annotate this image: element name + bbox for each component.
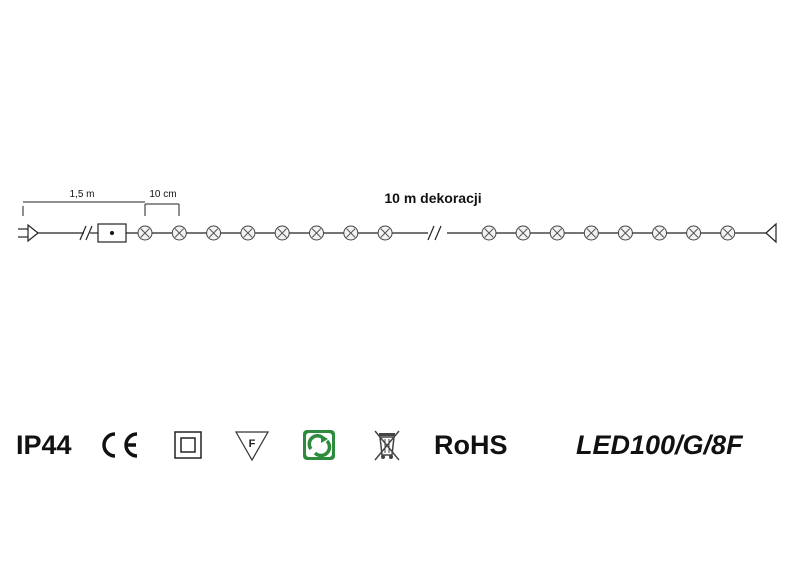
bulb-icon bbox=[652, 225, 667, 241]
rohs-label: RoHS bbox=[434, 429, 508, 460]
bulb-icon bbox=[171, 225, 187, 241]
decoration-length-label: 10 m dekoracji bbox=[384, 190, 481, 206]
cable-length-dimension: 1,5 m bbox=[22, 189, 146, 216]
svg-text:F: F bbox=[249, 438, 256, 450]
bulb-icon bbox=[377, 225, 393, 241]
recycling-icon bbox=[302, 423, 336, 467]
line-break-icon bbox=[79, 225, 93, 241]
ce-mark-icon: CE bbox=[97, 423, 141, 467]
bulb-icon bbox=[274, 225, 290, 241]
end-cap-icon bbox=[765, 222, 777, 244]
bulb-spacing-label: 10 cm bbox=[149, 189, 176, 200]
bulb-icon bbox=[206, 225, 222, 241]
ip-rating: IP44 bbox=[16, 423, 72, 467]
bulb-icon bbox=[137, 225, 153, 241]
bulb-icon bbox=[481, 225, 497, 241]
certification-marks: IP44 CE F bbox=[0, 423, 800, 467]
bulb-icon bbox=[549, 225, 565, 241]
bulb-icon bbox=[583, 225, 599, 241]
controller-box-icon bbox=[97, 223, 127, 243]
bulb-icon bbox=[720, 225, 736, 241]
bulb-icon bbox=[515, 225, 531, 241]
model-number-label: LED100/G/8F bbox=[576, 429, 743, 460]
cable-length-label: 1,5 m bbox=[69, 189, 94, 200]
f-mark-triangle-icon: F bbox=[234, 423, 270, 467]
bulb-group-right bbox=[481, 225, 736, 241]
line-break-icon bbox=[427, 225, 442, 241]
ip-rating-label: IP44 bbox=[16, 429, 72, 460]
model-number: LED100/G/8F bbox=[576, 423, 743, 467]
bulb-group-left bbox=[137, 225, 393, 241]
double-insulation-icon bbox=[173, 423, 203, 467]
rohs-mark: RoHS bbox=[434, 423, 508, 467]
bulb-icon bbox=[686, 225, 702, 241]
bulb-icon bbox=[309, 225, 324, 241]
crossed-bin-icon bbox=[372, 423, 402, 467]
bulb-icon bbox=[240, 225, 256, 241]
bulb-icon bbox=[343, 225, 359, 241]
bulb-icon bbox=[617, 225, 633, 241]
ce-mark-label: CE bbox=[97, 430, 99, 431]
plug-icon bbox=[18, 223, 39, 243]
bulb-spacing-dimension: 10 cm bbox=[145, 189, 180, 216]
light-chain-diagram: 1,5 m 10 cm 10 m dekoracji bbox=[18, 189, 777, 244]
